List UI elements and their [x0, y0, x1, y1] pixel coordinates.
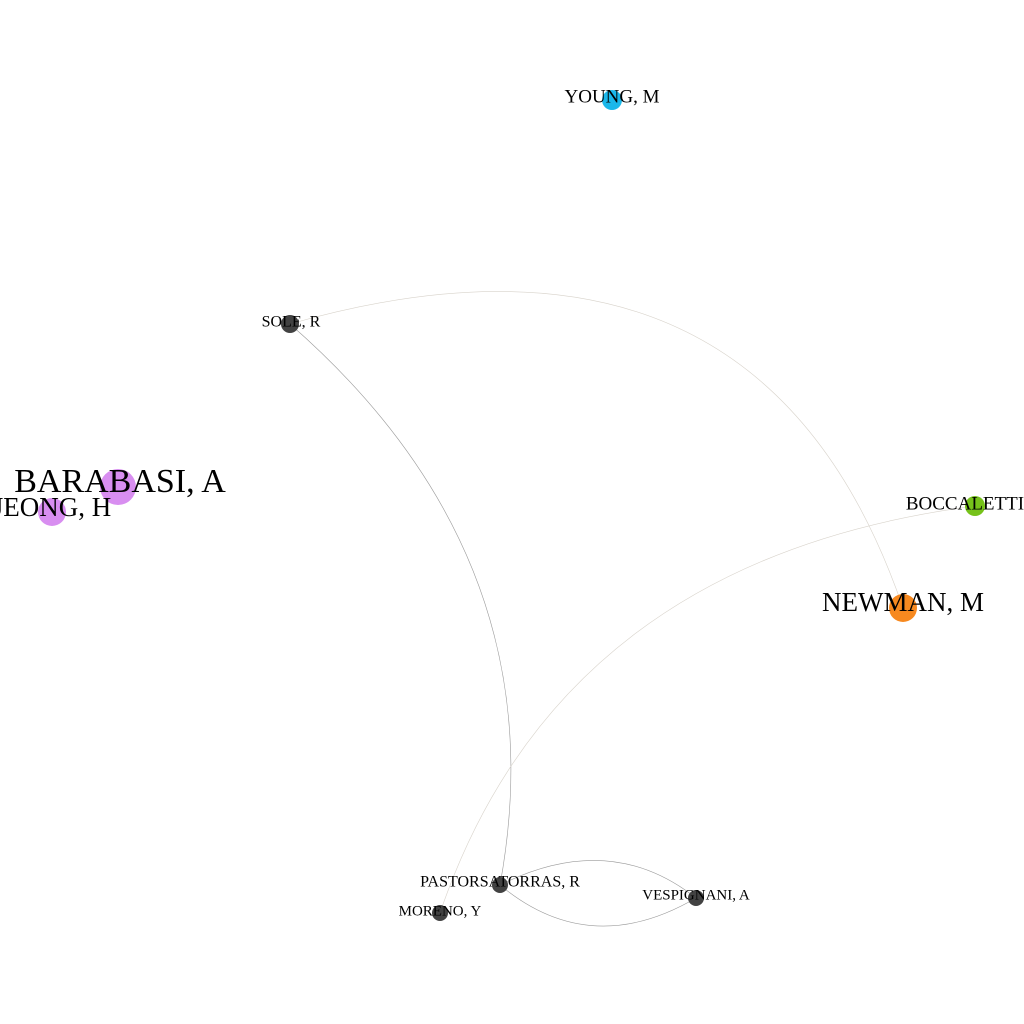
edge-boccaletti-moreno — [439, 505, 976, 914]
node-jeong[interactable] — [38, 498, 66, 526]
node-label-sole: SOLE, R — [262, 314, 321, 331]
node-newman[interactable] — [889, 594, 917, 622]
node-label-jeong: JEONG, H — [0, 492, 111, 522]
edge-vespignani-pastor — [499, 884, 697, 927]
edge-pastor-vespignani — [499, 860, 697, 899]
node-vespignani[interactable] — [688, 890, 704, 906]
node-label-newman: NEWMAN, M — [822, 587, 984, 617]
node-pastor[interactable] — [492, 877, 508, 893]
node-layer — [38, 90, 985, 921]
node-label-moreno: MORENO, Y — [399, 903, 482, 919]
edge-layer — [289, 291, 976, 927]
node-moreno[interactable] — [432, 905, 448, 921]
node-young[interactable] — [602, 90, 622, 110]
edge-sole-newman — [289, 291, 904, 609]
node-label-vespignani: VESPIGNANI, A — [642, 887, 750, 903]
node-label-pastor: PASTORSATORRAS, R — [420, 874, 580, 891]
edge-sole-pastor — [289, 323, 512, 886]
node-boccaletti[interactable] — [965, 496, 985, 516]
node-label-young: YOUNG, M — [565, 86, 660, 107]
node-label-boccaletti: BOCCALETTI, S — [906, 493, 1024, 514]
node-barabasi[interactable] — [100, 469, 136, 505]
node-sole[interactable] — [281, 315, 299, 333]
node-label-barabasi: BARABASI, A — [14, 463, 226, 500]
